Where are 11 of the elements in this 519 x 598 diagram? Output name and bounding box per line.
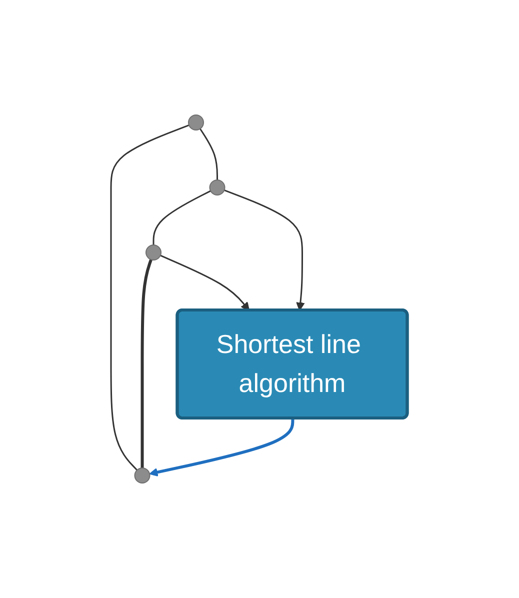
node-circle — [146, 244, 162, 260]
connector — [200, 128, 218, 180]
arrow — [150, 418, 295, 477]
connector — [110, 124, 190, 471]
node-circle — [210, 180, 226, 196]
connector — [153, 190, 212, 245]
node-circle — [134, 468, 151, 484]
node-circle — [188, 114, 204, 130]
arrow — [224, 189, 306, 311]
arrow — [160, 254, 250, 311]
connector — [141, 259, 153, 468]
